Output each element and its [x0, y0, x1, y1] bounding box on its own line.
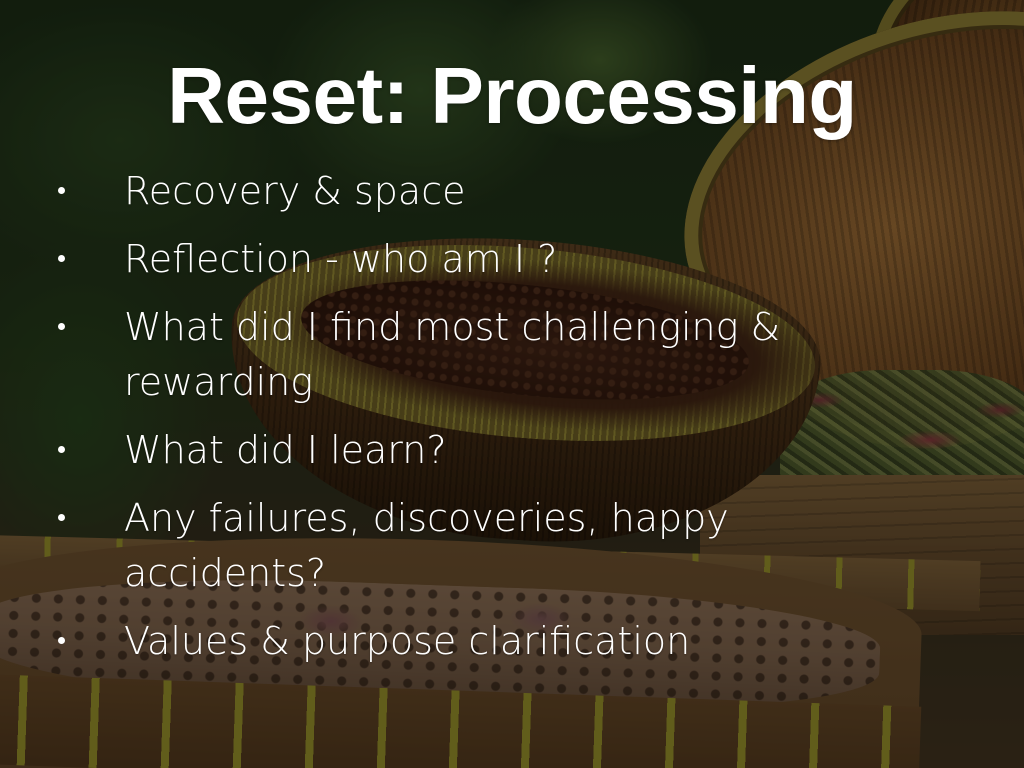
bullet-item: Recovery & space — [52, 164, 852, 219]
bullet-item: Any failures, discoveries, happy acciden… — [52, 491, 852, 601]
bullet-dot-icon — [52, 232, 124, 287]
bullet-list: Recovery & space Reflection - who am I ?… — [52, 164, 852, 682]
bullet-dot-icon — [52, 423, 124, 478]
bullet-item: What did I learn? — [52, 423, 852, 478]
bullet-dot-icon — [52, 300, 124, 355]
bullet-text: What did I learn? — [124, 428, 447, 472]
bullet-dot-icon — [52, 614, 124, 669]
bullet-item: Values & purpose clarification — [52, 614, 852, 669]
bullet-text: Any failures, discoveries, happy acciden… — [124, 496, 729, 595]
bullet-text: What did I find most challenging & rewar… — [124, 305, 781, 404]
bullet-dot-icon — [52, 164, 124, 219]
bullet-dot-icon — [52, 491, 124, 546]
bullet-item: What did I find most challenging & rewar… — [52, 300, 852, 410]
bullet-text: Recovery & space — [124, 169, 466, 213]
background-spice-pile — [780, 370, 1024, 490]
bullet-text: Values & purpose clarification — [124, 619, 691, 663]
bullet-item: Reflection - who am I ? — [52, 232, 852, 287]
slide-title: Reset: Processing — [167, 51, 857, 140]
bullet-text: Reflection - who am I ? — [124, 237, 558, 281]
